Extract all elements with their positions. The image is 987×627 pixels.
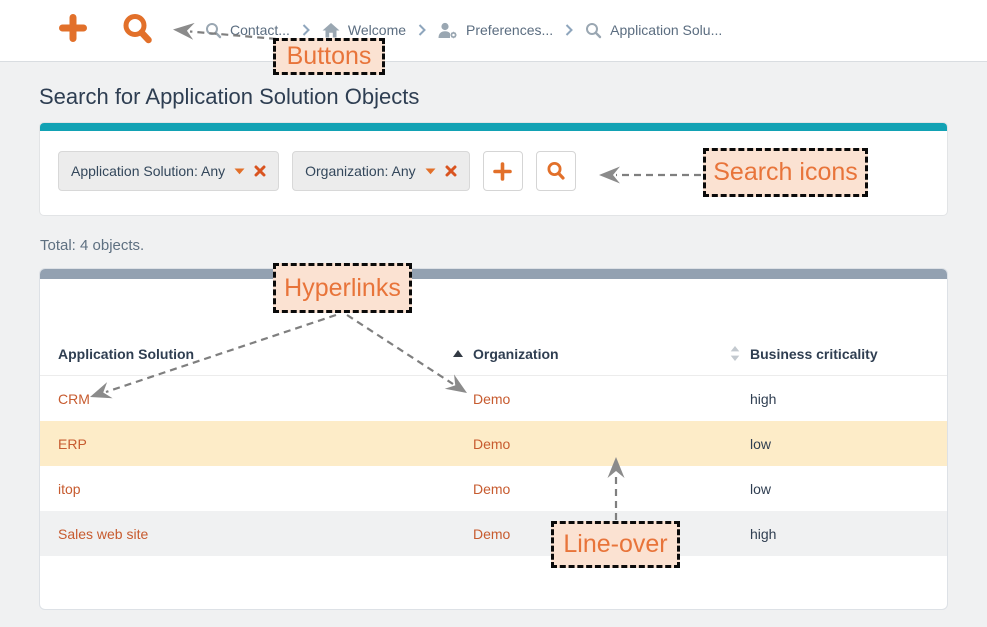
breadcrumb-item-contact[interactable]: Contact... — [205, 22, 290, 39]
column-label: Organization — [473, 346, 559, 362]
breadcrumb-item-application-solution[interactable]: Application Solu... — [585, 22, 722, 39]
chevron-right-icon — [418, 24, 426, 36]
column-header-business-criticality[interactable]: Business criticality — [750, 346, 929, 362]
breadcrumb-label: Preferences... — [466, 22, 553, 38]
annotation-label: Line-over — [563, 530, 667, 559]
home-icon — [322, 22, 340, 38]
organization-link[interactable]: Demo — [473, 391, 750, 407]
remove-filter-icon[interactable] — [445, 165, 457, 177]
organization-link[interactable]: Demo — [473, 481, 750, 497]
breadcrumb-item-welcome[interactable]: Welcome — [322, 22, 406, 38]
application-solution-link[interactable]: CRM — [58, 391, 473, 407]
annotation-hyperlinks: Hyperlinks — [273, 263, 412, 313]
filter-chip-application-solution[interactable]: Application Solution: Any — [58, 151, 279, 191]
results-count: Total: 4 objects. — [40, 237, 947, 254]
annotation-line-over: Line-over — [551, 521, 680, 568]
table-row[interactable]: CRM Demo high — [40, 376, 947, 421]
organization-link[interactable]: Demo — [473, 436, 750, 452]
page-title: Search for Application Solution Objects — [39, 84, 948, 110]
user-gear-icon — [438, 22, 458, 39]
search-icon — [585, 22, 602, 39]
table-row[interactable]: itop Demo low — [40, 466, 947, 511]
remove-filter-icon[interactable] — [254, 165, 266, 177]
results-panel: Application Solution Organization Busine… — [39, 268, 948, 610]
plus-icon — [493, 162, 512, 181]
results-accent-bar — [40, 269, 947, 279]
annotation-label: Buttons — [287, 42, 372, 71]
application-solution-link[interactable]: ERP — [58, 436, 473, 452]
filter-chip-label: Application Solution: Any — [71, 163, 225, 179]
annotation-buttons: Buttons — [273, 38, 385, 75]
chevron-right-icon — [565, 24, 573, 36]
caret-down-icon[interactable] — [234, 168, 245, 175]
column-label: Business criticality — [750, 346, 878, 362]
sort-asc-icon[interactable] — [453, 350, 463, 357]
application-solution-link[interactable]: itop — [58, 481, 473, 497]
table-row-hovered[interactable]: ERP Demo low — [40, 421, 947, 466]
table-row[interactable]: Sales web site Demo high — [40, 511, 947, 556]
business-criticality-value: high — [750, 526, 929, 542]
search-icon — [121, 12, 155, 46]
global-search-button[interactable] — [121, 12, 155, 51]
business-criticality-value: low — [750, 481, 929, 497]
business-criticality-value: high — [750, 391, 929, 407]
breadcrumb-item-preferences[interactable]: Preferences... — [438, 22, 553, 39]
annotation-label: Hyperlinks — [284, 274, 401, 303]
column-header-organization[interactable]: Organization — [473, 346, 750, 362]
search-icon — [546, 161, 566, 181]
new-object-button[interactable] — [58, 13, 88, 48]
column-header-application-solution[interactable]: Application Solution — [58, 346, 473, 362]
panel-accent-bar — [40, 123, 947, 131]
run-search-button[interactable] — [536, 151, 576, 191]
caret-down-icon[interactable] — [425, 168, 436, 175]
annotation-label: Search icons — [713, 158, 858, 187]
top-toolbar: Contact... Welcome Preferences... — [0, 0, 987, 62]
application-solution-link[interactable]: Sales web site — [58, 526, 473, 542]
filter-chip-organization[interactable]: Organization: Any — [292, 151, 470, 191]
plus-icon — [58, 13, 88, 43]
breadcrumb-label: Contact... — [230, 22, 290, 38]
search-icon — [205, 22, 222, 39]
chevron-right-icon — [302, 24, 310, 36]
table-header-row: Application Solution Organization Busine… — [40, 332, 947, 376]
sort-both-icon[interactable] — [730, 346, 740, 361]
column-label: Application Solution — [58, 346, 194, 362]
add-criterion-button[interactable] — [483, 151, 523, 191]
business-criticality-value: low — [750, 436, 929, 452]
breadcrumb-label: Application Solu... — [610, 22, 722, 38]
annotation-search-icons: Search icons — [703, 148, 868, 197]
filter-chip-label: Organization: Any — [305, 163, 416, 179]
breadcrumb-label: Welcome — [348, 22, 406, 38]
